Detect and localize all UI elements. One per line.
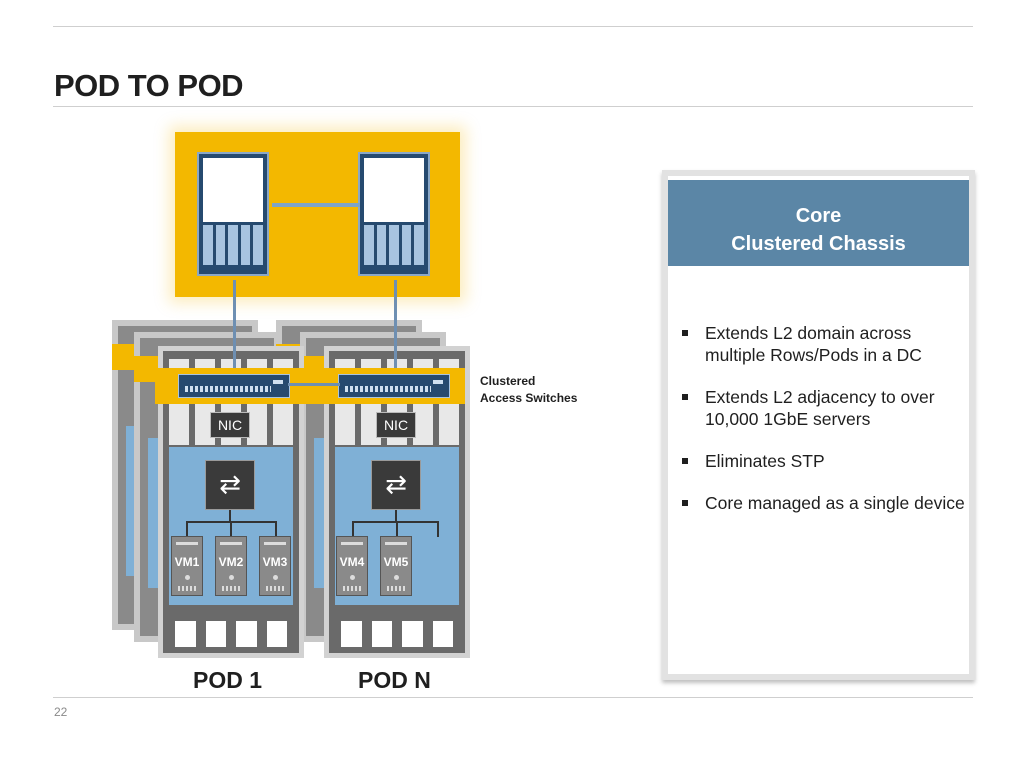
bullet-list: Extends L2 domain across multiple Rows/P…: [680, 322, 965, 534]
access-cluster-link: [288, 383, 340, 386]
core-chassis-right: [358, 152, 430, 276]
access-switch-pod-n: [338, 374, 450, 398]
bullet-item: Core managed as a single device: [680, 492, 965, 514]
bullet-item: Eliminates STP: [680, 450, 965, 472]
vm-server: VM5: [380, 536, 412, 596]
switch-arrows-icon: ⇄: [219, 470, 241, 500]
tree-leg: [230, 521, 232, 537]
tree-leg: [275, 521, 277, 537]
page-number: 22: [54, 705, 68, 719]
tree-bar-pod-n: [352, 521, 438, 523]
nic-pod-n: NIC: [376, 412, 416, 438]
tree-leg: [437, 521, 439, 537]
pod-n-label: POD N: [358, 667, 431, 693]
bullet-square-icon: [682, 500, 688, 506]
uplink-pod-n: [394, 280, 397, 376]
pod-1-label: POD 1: [193, 667, 263, 693]
nic-pod-1: NIC: [210, 412, 250, 438]
switch-arrows-icon: ⇄: [385, 470, 407, 500]
bullet-square-icon: [682, 330, 688, 336]
vm-server: VM2: [215, 536, 247, 596]
core-cluster-link: [272, 203, 360, 207]
tree-stem-pod-n: [395, 510, 397, 522]
access-switches-label: Clustered Access Switches: [480, 374, 578, 405]
title-rule: [53, 106, 973, 107]
card-header-line2: Clustered Chassis: [731, 233, 906, 255]
tree-leg: [352, 521, 354, 537]
top-rule: [53, 26, 973, 27]
tree-stem-pod-1: [229, 510, 231, 522]
access-switch-pod-1: [178, 374, 290, 398]
virtual-switch-pod-1: ⇄: [205, 460, 255, 510]
bullet-item: Extends L2 domain across multiple Rows/P…: [680, 322, 965, 366]
card-header-line1: Core: [795, 205, 842, 227]
core-chassis-left: [197, 152, 269, 276]
tree-leg: [186, 521, 188, 537]
pod-diagram: Clustered Access Switches NIC NIC ⇄ ⇄ VM…: [100, 120, 620, 695]
vm-server: VM4: [336, 536, 368, 596]
bullet-square-icon: [682, 394, 688, 400]
vm-server: VM3: [259, 536, 291, 596]
slide-title: POD TO POD: [54, 68, 244, 103]
bullet-square-icon: [682, 458, 688, 464]
info-card: Core Clustered Chassis Extends L2 domain…: [662, 170, 975, 680]
uplink-pod-1: [233, 280, 236, 376]
card-header: Core Clustered Chassis: [668, 180, 969, 266]
vm-server: VM1: [171, 536, 203, 596]
virtual-switch-pod-n: ⇄: [371, 460, 421, 510]
tree-leg: [396, 521, 398, 537]
footer-rule: [53, 697, 973, 698]
bullet-item: Extends L2 adjacency to over 10,000 1GbE…: [680, 386, 965, 430]
